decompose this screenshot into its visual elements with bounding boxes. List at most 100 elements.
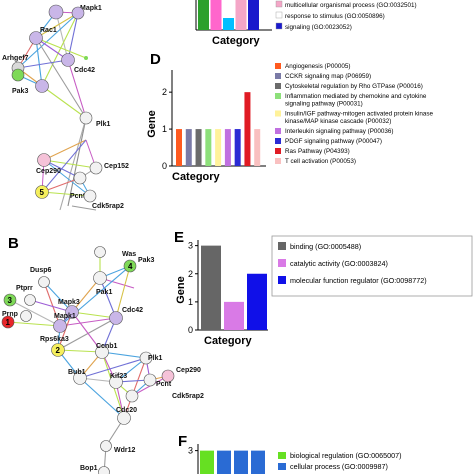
network-node bbox=[1, 315, 15, 329]
node-number-3: 3 bbox=[8, 296, 13, 305]
edge bbox=[67, 12, 79, 61]
node-label-pak3: Pak3 bbox=[138, 257, 154, 264]
bar bbox=[198, 0, 209, 30]
network-node bbox=[37, 153, 51, 167]
network-mid-nodes: Was Pak1 4 Pak3 Dusp6 Ptprr 3 Prnp 1 Map… bbox=[1, 246, 204, 474]
panel-e-ylabel: Gene bbox=[175, 276, 187, 304]
edge bbox=[57, 349, 103, 353]
edge bbox=[35, 37, 43, 87]
legend-label: response to stimulus (GO:0050896) bbox=[285, 13, 385, 20]
network-node bbox=[48, 4, 64, 20]
network-node bbox=[24, 294, 36, 306]
panel-c-legend: multicellular organismal process (GO:003… bbox=[275, 0, 417, 31]
tick-label: 2 bbox=[162, 87, 167, 97]
edge bbox=[35, 37, 87, 59]
network-node bbox=[73, 371, 87, 385]
edge bbox=[29, 299, 73, 313]
edge bbox=[79, 357, 147, 379]
network-node bbox=[3, 293, 17, 307]
panel-c-xlabel: Category bbox=[212, 35, 261, 47]
node-label-cep152: Cep152 bbox=[104, 163, 129, 170]
panel-d: D 012 Category Gene Angiogenesis (P00005… bbox=[146, 51, 434, 183]
legend-label: PDGF signaling pathway (P00047) bbox=[285, 138, 382, 145]
legend-label: Ras Pathway (P04393) bbox=[285, 148, 350, 155]
edge bbox=[43, 159, 97, 169]
network-node bbox=[51, 343, 65, 357]
legend-label: Inflammation mediated by chemokine and c… bbox=[285, 93, 427, 100]
node-label-cdk5rap2: Cdk5rap2 bbox=[172, 393, 204, 400]
legend-label: biological regulation (GO:0065007) bbox=[290, 451, 401, 460]
panel-f-chart: 3 bbox=[188, 444, 265, 474]
network-node bbox=[123, 259, 137, 273]
node-label-plk1: Plk1 bbox=[148, 355, 163, 362]
legend-label: binding (GO:0005488) bbox=[290, 242, 361, 251]
bar bbox=[210, 0, 222, 30]
edge bbox=[59, 317, 117, 327]
legend-label: signaling pathway (P00031) bbox=[285, 101, 363, 108]
edge bbox=[67, 117, 87, 207]
node-label-cdk5rap2: Cdk5rap2 bbox=[92, 203, 124, 210]
edge bbox=[41, 12, 79, 87]
network-node bbox=[100, 440, 112, 452]
node-label-ptprr: Ptprr bbox=[16, 285, 33, 292]
bar bbox=[200, 450, 214, 474]
bar bbox=[223, 18, 234, 30]
node-number-1: 1 bbox=[6, 318, 11, 327]
panel-b: B bbox=[1, 235, 204, 474]
network-top: Mapk1 Rac1 Arhgef7 Pak3 Cdc42 Plk1 Cep29… bbox=[2, 4, 129, 211]
node-label-pcnt: Pcnt bbox=[156, 381, 172, 388]
node-label-pcnt: Pcnt bbox=[70, 193, 86, 200]
network-node bbox=[61, 53, 75, 67]
node-label-bop1: Bop1 bbox=[80, 465, 98, 472]
bar bbox=[234, 129, 241, 166]
network-node bbox=[79, 111, 93, 125]
edge bbox=[99, 277, 117, 319]
node-label-kif23: Kif23 bbox=[110, 373, 127, 380]
network-node bbox=[35, 79, 49, 93]
node-label-wdr12: Wdr12 bbox=[114, 447, 136, 454]
network-node bbox=[143, 373, 157, 387]
legend-label: Insulin/IGF pathway-mitogen activated pr… bbox=[285, 111, 434, 118]
edge bbox=[67, 59, 87, 119]
legend-swatch bbox=[275, 0, 283, 8]
node-label-rps6ka3: Rps6ka3 bbox=[40, 336, 69, 343]
legend-swatch bbox=[278, 276, 286, 284]
tick-label: 1 bbox=[188, 297, 193, 307]
legend-swatch bbox=[278, 452, 286, 459]
legend-swatch bbox=[275, 128, 281, 134]
bar bbox=[254, 129, 261, 166]
network-node bbox=[161, 369, 175, 383]
edge bbox=[41, 139, 87, 193]
legend-swatch bbox=[278, 242, 286, 250]
panel-f-legend: biological regulation (GO:0065007) cellul… bbox=[278, 451, 401, 471]
legend-label: molecular function regulator (GO:0098772… bbox=[290, 276, 427, 285]
panel-e-xlabel: Category bbox=[204, 335, 253, 347]
network-node bbox=[95, 345, 109, 359]
legend-label: cellular process (GO:0009987) bbox=[290, 462, 388, 471]
network-node bbox=[73, 171, 87, 185]
bar bbox=[234, 450, 248, 474]
legend-swatch bbox=[275, 73, 281, 79]
network-node bbox=[29, 31, 43, 45]
network-node bbox=[11, 68, 25, 82]
network-node bbox=[84, 56, 88, 60]
edge bbox=[55, 11, 69, 61]
panel-c-bars bbox=[198, 0, 259, 30]
edge bbox=[101, 351, 147, 359]
edge bbox=[71, 205, 97, 211]
network-node bbox=[83, 189, 97, 203]
legend-label: multicellular organismal process (GO:003… bbox=[285, 2, 417, 9]
edge bbox=[7, 321, 61, 327]
edge bbox=[79, 377, 125, 419]
node-label-cdc42: Cdc42 bbox=[122, 307, 143, 314]
edge bbox=[35, 37, 87, 119]
legend-label: Interleukin signaling pathway (P00036) bbox=[285, 128, 394, 135]
bar bbox=[185, 129, 192, 166]
node-label-ccnb1: Ccnb1 bbox=[96, 343, 118, 350]
bar bbox=[244, 92, 251, 166]
network-node bbox=[117, 411, 131, 425]
